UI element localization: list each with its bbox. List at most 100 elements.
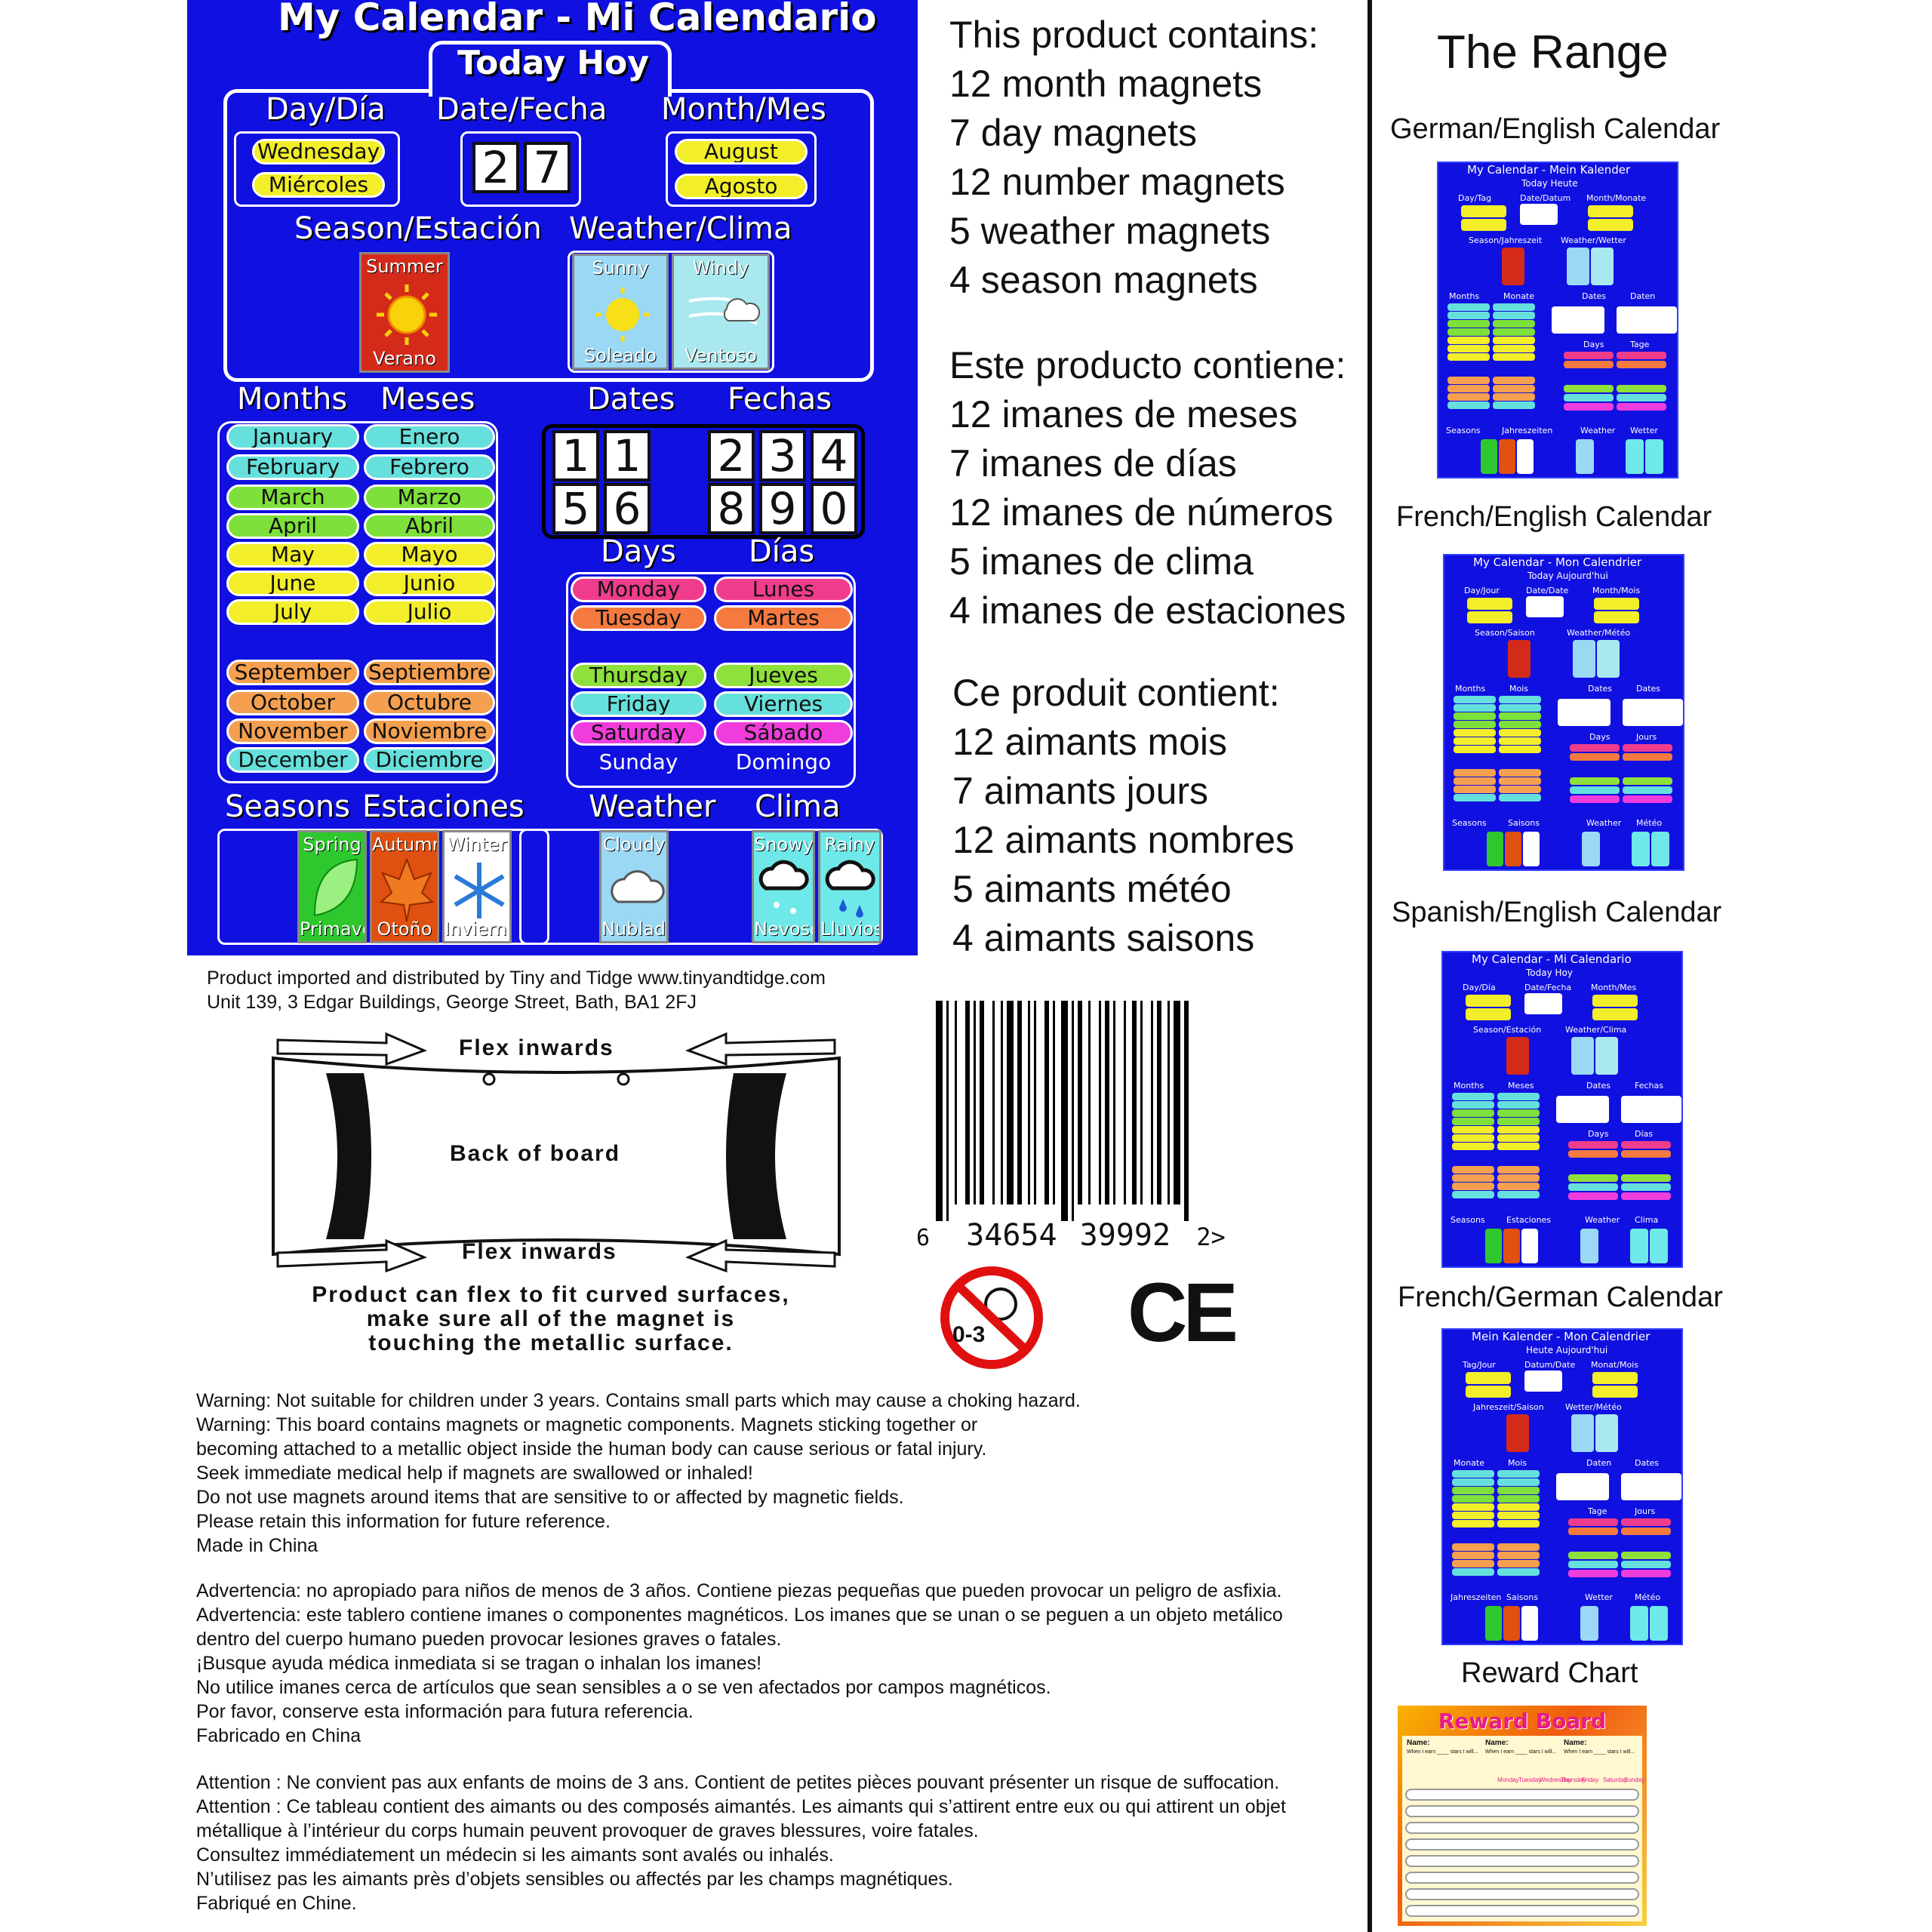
season-card-top: Summer — [366, 256, 443, 277]
mini-weather-card — [1650, 1229, 1668, 1263]
mini-month-magnet — [1452, 1134, 1494, 1142]
contents-en-item: 7 day magnets — [949, 112, 1197, 154]
mini-weather-card — [1645, 439, 1663, 474]
contents-fr-item: 7 aimants jours — [952, 770, 1209, 812]
barcode-digit: 2> — [1196, 1223, 1226, 1251]
mini-label: Saisons — [1506, 1592, 1538, 1602]
warning-line: Advertencia: no apropiado para niños de … — [196, 1580, 1282, 1601]
month-magnet-en: July — [226, 599, 359, 625]
mini-label: Tag/Jour — [1463, 1360, 1496, 1370]
today-day-es: Miércoles — [252, 172, 385, 198]
barcode-bar — [1140, 1001, 1143, 1204]
contents-en-title: This product contains: — [949, 14, 1319, 56]
mini-month-magnet — [1493, 393, 1535, 401]
mini-month-magnet — [1447, 353, 1490, 361]
barcode-bar — [1017, 1001, 1022, 1204]
mini-month-magnet — [1497, 1520, 1540, 1527]
mini-date-magnet — [1520, 204, 1558, 225]
cloud-icon — [611, 870, 665, 903]
mini-day-magnet — [1570, 753, 1620, 761]
mini-label: Weather/Wetter — [1561, 235, 1626, 245]
mini-day-magnet — [1568, 1552, 1618, 1559]
reward-board-title: Reward Board — [1438, 1709, 1607, 1734]
mini-month-magnet — [1493, 353, 1535, 361]
mini-label: Season/Jahreszeit — [1469, 235, 1543, 245]
mini-month-magnet — [1452, 1166, 1494, 1174]
mini-month-magnet — [1592, 1372, 1638, 1384]
importer-line: Product imported and distributed by Tiny… — [207, 968, 826, 989]
mini-day-magnet — [1623, 795, 1672, 803]
barcode-bar — [946, 1001, 949, 1221]
today-month-es: Agosto — [675, 174, 808, 199]
flex-bottom-label: Flex inwards — [462, 1239, 617, 1264]
mini-label: Datum/Date — [1524, 1360, 1576, 1370]
mini-label: Day/Día — [1463, 983, 1496, 992]
flex-caption-line: Product can flex to fit curved surfaces, — [312, 1282, 790, 1307]
warning-line: Attention : Ce tableau contient des aima… — [196, 1796, 1286, 1817]
date-magnet: 4 — [811, 430, 857, 481]
mini-month-magnet — [1592, 1008, 1638, 1020]
weather-card-top: Snowy — [754, 834, 814, 855]
contents-es-item: 5 imanes de clima — [949, 540, 1254, 583]
mini-day-magnet — [1461, 219, 1506, 231]
mini-day-magnet — [1568, 1141, 1618, 1149]
mini-label: Mois — [1508, 1458, 1527, 1468]
mini-day-magnet — [1617, 385, 1666, 392]
barcode-bar — [1007, 1001, 1014, 1204]
mini-weather-card — [1595, 1037, 1618, 1075]
mini-day-magnet — [1621, 1141, 1671, 1149]
snowflake-icon — [454, 863, 505, 918]
reward-name-label: Name: — [1485, 1739, 1509, 1747]
warning-line: N’utilisez pas les aimants près d’objets… — [196, 1869, 953, 1890]
mini-season-card — [1505, 832, 1521, 866]
mini-season-card — [1485, 1606, 1502, 1641]
month-magnet-es: Abril — [364, 513, 495, 539]
range-item-label: German/English Calendar — [1390, 113, 1721, 145]
mini-label: Month/Monate — [1586, 193, 1647, 203]
range-item-label: French/German Calendar — [1398, 1281, 1723, 1313]
reward-name-label: Name: — [1564, 1739, 1587, 1747]
mini-month-magnet — [1594, 598, 1639, 610]
flex-caption-line: touching the metallic surface. — [368, 1331, 734, 1355]
mini-day-magnet — [1621, 1150, 1671, 1158]
mini-day-magnet — [1466, 1372, 1511, 1384]
month-magnet-en: June — [226, 571, 359, 596]
weather-heading: Weather — [589, 789, 716, 824]
mini-month-magnet — [1447, 401, 1490, 409]
barcode-digit: 34654 — [966, 1218, 1057, 1253]
mini-season-card — [1499, 439, 1515, 474]
weather-card-top: Sunny — [592, 257, 649, 278]
range-item-label: Spanish/English Calendar — [1392, 897, 1722, 928]
mini-day-magnet — [1568, 1561, 1618, 1568]
mini-day-magnet — [1466, 1008, 1511, 1020]
mini-month-magnet — [1454, 696, 1496, 703]
month-label: Month/Mes — [661, 92, 826, 127]
mini-month-magnet — [1454, 794, 1496, 801]
mini-month-magnet — [1452, 1560, 1494, 1567]
weather-card-top: Windy — [692, 257, 749, 278]
meses-heading: Meses — [380, 382, 475, 417]
mini-date-magnets — [1621, 1096, 1681, 1123]
reward-row — [1405, 1805, 1639, 1817]
date-magnet: 5 — [552, 483, 599, 534]
mini-label: Months — [1454, 1081, 1484, 1091]
reward-row — [1405, 1872, 1639, 1884]
mini-month-magnet — [1497, 1118, 1540, 1125]
mini-label: Estaciones — [1506, 1215, 1552, 1225]
weather-card-top: Cloudy — [602, 834, 666, 855]
cloudy-card: Cloudy Nublado — [599, 830, 669, 943]
mini-date-magnet — [1524, 1371, 1562, 1392]
mini-weather-card — [1576, 439, 1594, 474]
mini-label: Weather — [1586, 818, 1622, 828]
month-magnet-es: Junio — [364, 571, 495, 596]
mini-label: Monate — [1503, 291, 1535, 301]
month-magnet-en: November — [226, 718, 359, 744]
days-heading: Days — [601, 534, 676, 569]
mini-weather-card — [1591, 248, 1614, 285]
warning-line: dentro del cuerpo humano pueden provocar… — [196, 1629, 782, 1650]
barcode-bar — [1168, 1001, 1170, 1204]
weather-slot — [568, 251, 774, 373]
spring-card: Spring Primavera — [297, 830, 367, 943]
